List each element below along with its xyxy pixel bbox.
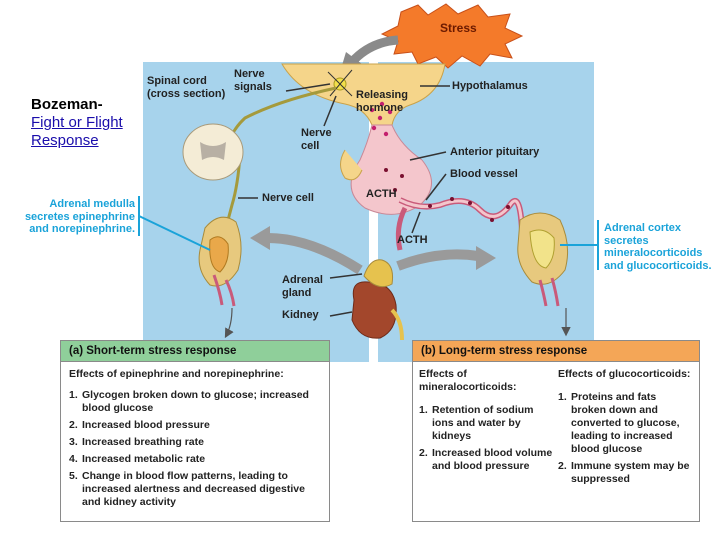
glucocorticoid-column: Effects of glucocorticoids: 1.Proteins a… (558, 368, 693, 490)
label-blood-vessel: Blood vessel (450, 168, 518, 180)
list-item: 1.Proteins and fats broken down and conv… (558, 391, 680, 455)
kidney-shape (351, 281, 397, 339)
stress-burst (380, 3, 524, 69)
long-term-box: (b) Long-term stress response Effects of… (412, 340, 700, 522)
glucocorticoid-heading: Effects of glucocorticoids: (558, 368, 691, 380)
callout-brackets (138, 196, 599, 270)
stress-label: Stress (440, 21, 477, 35)
short-term-subheader: Effects of epinephrine and norepinephrin… (69, 368, 284, 380)
stress-arrow (348, 35, 399, 66)
blood-vessel-down (395, 206, 408, 251)
anterior-pituitary-shape (350, 124, 432, 215)
center-adrenal-shape (363, 259, 393, 288)
label-anterior-pituitary: Anterior pituitary (450, 146, 540, 158)
list-item: 2.Immune system may be suppressed (558, 460, 690, 485)
mineralocorticoid-heading: Effects of mineralocorticoids: (419, 368, 517, 393)
label-kidney: Kidney (282, 309, 319, 321)
label-spinal-cord: Spinal cord(cross section) (147, 75, 226, 100)
arrow-right (396, 249, 479, 271)
left-panel (143, 62, 369, 362)
list-item: 4.Increased metabolic rate (69, 453, 206, 465)
list-item: 5.Change in blood flow patterns, leading… (69, 470, 305, 508)
releasing-hormone-dots (369, 101, 393, 137)
arrow-left (267, 233, 363, 275)
annotation-title: Bozeman- (31, 96, 103, 113)
short-term-box: (a) Short-term stress response Effects o… (60, 340, 330, 522)
leader-lines (238, 83, 450, 317)
list-item: 3.Increased breathing rate (69, 436, 204, 448)
label-acth-2: ACTH (397, 234, 428, 246)
mineralocorticoid-column: Effects of mineralocorticoids: 1.Retenti… (419, 368, 558, 490)
list-item: 1.Glycogen broken down to glucose; incre… (69, 389, 309, 414)
list-item: 2.Increased blood pressure (69, 419, 210, 431)
short-term-header: (a) Short-term stress response (61, 341, 329, 362)
label-hypothalamus: Hypothalamus (452, 80, 528, 92)
long-term-header: (b) Long-term stress response (413, 341, 699, 362)
label-acth-1: ACTH (366, 188, 397, 200)
label-nerve-cell: Nerve cell (262, 192, 314, 204)
list-item: 2.Increased blood volume and blood press… (419, 447, 553, 472)
list-item: 1.Retention of sodium ions and water by … (419, 404, 534, 442)
